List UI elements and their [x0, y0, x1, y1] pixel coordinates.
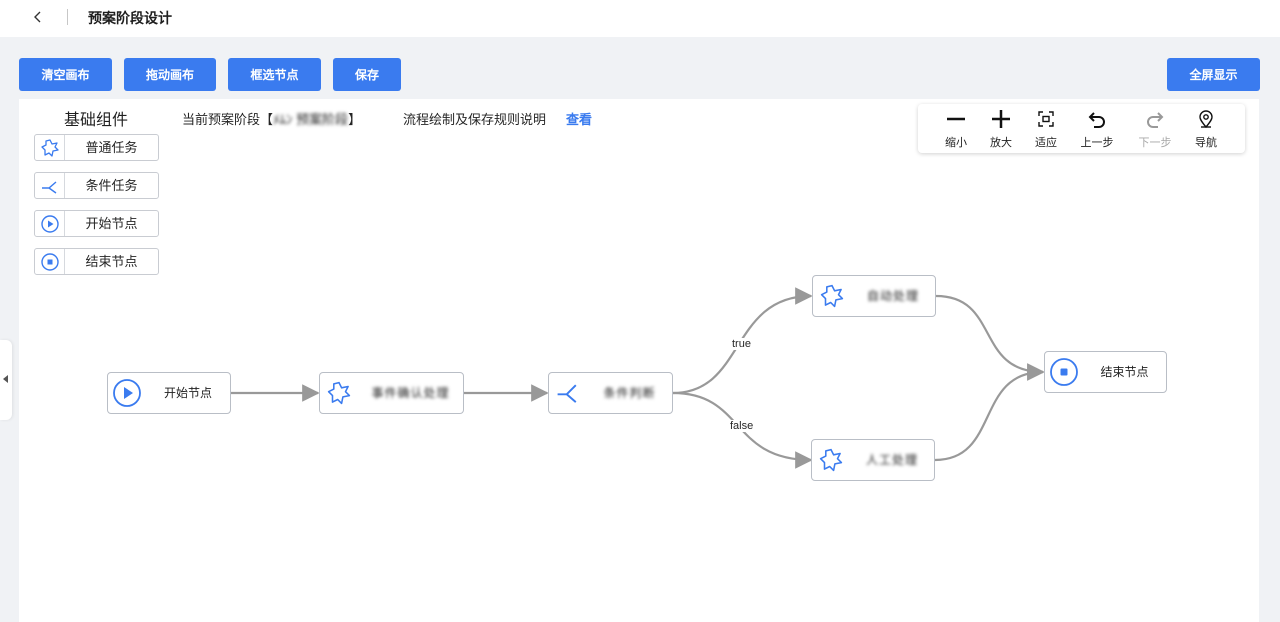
redo-button[interactable]: 下一步	[1132, 104, 1178, 153]
edge-label-true: true	[730, 338, 753, 350]
stage-suffix: 】	[348, 112, 362, 127]
undo-label: 上一步	[1080, 137, 1114, 149]
play-circle-icon	[35, 211, 65, 236]
palette-item-label: 普通任务	[85, 140, 138, 155]
rules-description: 流程绘制及保存规则说明	[403, 112, 547, 127]
page-title: 预案阶段设计	[88, 10, 172, 26]
puzzle-icon	[35, 135, 65, 160]
fit-view-button[interactable]: 适应	[1023, 104, 1069, 153]
drag-canvas-button[interactable]: 拖动画布	[124, 58, 216, 91]
palette-item-normal-task[interactable]: 普通任务	[34, 134, 159, 161]
node-label: 结束节点	[1100, 365, 1149, 379]
palette-item-start-node[interactable]: 开始节点	[34, 210, 159, 237]
palette-item-label: 开始节点	[85, 216, 138, 231]
select-nodes-button[interactable]: 框选节点	[228, 58, 321, 91]
redo-icon	[1147, 112, 1164, 128]
save-button[interactable]: 保存	[333, 58, 401, 91]
stage-name: ﾒﾑﾝ 预案阶段	[273, 112, 349, 127]
flow-node-condition[interactable]: 条件判断	[548, 372, 673, 414]
flow-node-start[interactable]: 开始节点	[107, 372, 231, 414]
zoom-out-button[interactable]: 缩小	[933, 104, 979, 153]
edge-label-false: false	[728, 420, 756, 432]
stop-circle-icon	[1045, 352, 1083, 392]
palette-title: 基础组件	[64, 112, 129, 129]
view-rules-link[interactable]: 查看	[566, 112, 593, 127]
palette-item-end-node[interactable]: 结束节点	[34, 248, 159, 275]
navigate-button[interactable]: 导航	[1183, 104, 1229, 153]
zoom-in-button[interactable]: 放大	[978, 104, 1024, 153]
minus-icon	[947, 117, 965, 121]
branch-icon	[35, 173, 65, 198]
flow-node-task[interactable]: 事件确认处理	[319, 372, 464, 414]
branch-icon	[549, 373, 587, 413]
node-label: 事件确认处理	[371, 386, 450, 400]
undo-icon	[1088, 112, 1105, 128]
palette-item-condition-task[interactable]: 条件任务	[34, 172, 159, 199]
flow-node-true-task[interactable]: 自动处理	[812, 275, 936, 317]
chevron-left-icon[interactable]	[30, 9, 46, 25]
puzzle-icon	[320, 373, 358, 413]
clear-canvas-button[interactable]: 清空画布	[19, 58, 112, 91]
zoom-out-label: 缩小	[945, 137, 967, 149]
puzzle-icon	[813, 276, 851, 316]
flow-node-false-task[interactable]: 人工处理	[811, 439, 935, 481]
fullscreen-button[interactable]: 全屏显示	[1167, 58, 1260, 91]
fit-view-label: 适应	[1035, 137, 1057, 149]
node-label: 人工处理	[865, 453, 918, 467]
canvas-toolbar: 缩小 放大 适应 上一步 下一步 导航	[918, 104, 1245, 153]
play-circle-icon	[108, 373, 146, 413]
header-divider	[67, 9, 68, 25]
current-stage-info: 当前预案阶段【ﾒﾑﾝ 预案阶段】	[182, 109, 361, 128]
node-label: 条件判断	[603, 386, 656, 400]
top-bar: 预案阶段设计	[0, 0, 1280, 37]
undo-button[interactable]: 上一步	[1074, 104, 1120, 153]
navigate-label: 导航	[1195, 137, 1217, 149]
fit-screen-icon	[1038, 111, 1054, 127]
location-pin-icon	[1199, 110, 1213, 129]
plus-icon	[992, 110, 1010, 128]
flow-node-end[interactable]: 结束节点	[1044, 351, 1167, 393]
palette-item-label: 结束节点	[85, 254, 138, 269]
caret-left-icon	[3, 375, 8, 383]
stage-prefix: 当前预案阶段【	[182, 112, 274, 127]
sidebar-toggle-handle[interactable]	[0, 340, 12, 420]
puzzle-icon	[812, 440, 850, 480]
redo-label: 下一步	[1138, 137, 1172, 149]
node-label: 自动处理	[866, 289, 919, 303]
node-label: 开始节点	[163, 386, 212, 400]
zoom-in-label: 放大	[990, 137, 1012, 149]
palette-item-label: 条件任务	[85, 178, 138, 193]
stop-circle-icon	[35, 249, 65, 274]
